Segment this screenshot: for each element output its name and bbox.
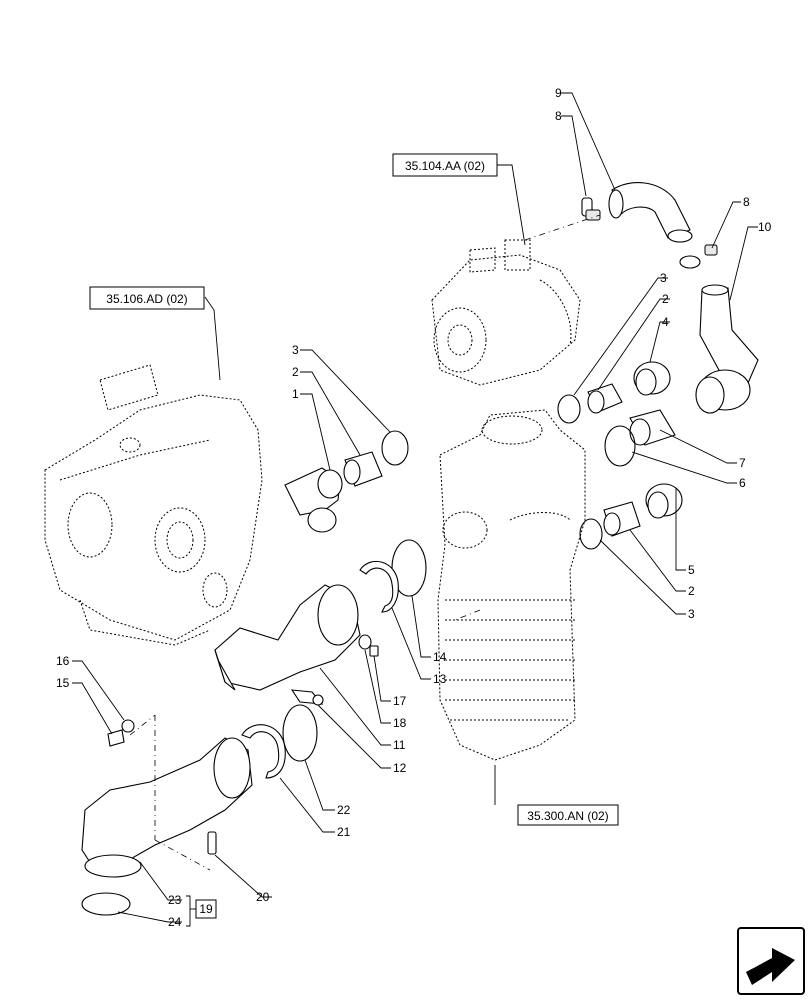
ref-box-bottom[interactable]: 35.300.AN (02) [517,804,619,826]
ref-box-left[interactable]: 35.106.AD (02) [89,286,205,310]
elbow-hose-9 [608,182,693,243]
callout-22: 22 [337,803,351,817]
callout-20: 20 [256,890,270,904]
callout-13: 13 [433,672,447,686]
clamp-8-right [679,244,718,269]
callout-4: 4 [662,315,669,329]
elbow-21 [81,737,253,878]
elbow-11 [214,584,361,691]
callout-3-upper: 3 [660,271,667,285]
callout-8-top: 8 [555,109,562,123]
filter-housing [437,409,586,761]
ref-label-bottom[interactable]: 35.300.AN (02) [527,809,608,823]
bolt-17 [369,645,379,657]
fitting-5 [645,483,683,519]
callout-8-right: 8 [743,195,750,209]
callout-9: 9 [555,86,562,100]
callout-12: 12 [393,761,407,775]
callout-16: 16 [56,654,70,668]
callout-2-lower: 2 [688,584,695,598]
bolt-12 [290,689,324,706]
callout-2-upper: 2 [662,292,669,306]
callout-numbers: 9 8 8 10 3 2 4 7 6 5 2 3 3 2 1 14 13 17 … [56,86,772,929]
callout-15: 15 [56,676,70,690]
callout-24: 24 [168,915,182,929]
clamp-8-top [581,197,601,221]
sleeve-2-lower [603,501,641,537]
arrow-navigation-icon[interactable] [737,927,805,995]
sleeve-2-left [343,451,383,487]
callout-3-lower: 3 [688,607,695,621]
callout-17: 17 [393,694,407,708]
o-ring-6 [604,425,636,467]
callout-21: 21 [337,825,351,839]
hydraulic-pump-top [431,239,581,386]
leader-lines [72,92,758,927]
bolt-20 [207,831,217,855]
centerlines [129,214,601,871]
o-ring-22 [282,704,318,762]
callout-6: 6 [739,476,746,490]
sleeve-7 [629,409,676,446]
bent-pipe-10 [695,284,759,414]
callout-5: 5 [688,563,695,577]
callout-box-19[interactable]: 19 [195,899,217,919]
fitting-1 [284,467,343,533]
callout-19[interactable]: 19 [199,902,213,916]
callout-2-left: 2 [292,365,299,379]
callout-18: 18 [393,716,407,730]
clamp-ring-13 [359,561,399,613]
callout-10: 10 [758,220,772,234]
ref-label-left[interactable]: 35.106.AD (02) [106,292,187,306]
fitting-4 [633,361,671,396]
washer-18 [358,634,372,650]
callout-1: 1 [292,387,299,401]
hydraulic-pump-left [44,364,263,646]
callout-14: 14 [433,650,447,664]
clamp-ring-21 [241,724,286,779]
ref-label-top[interactable]: 35.104.AA (02) [405,159,485,173]
callout-7: 7 [739,456,746,470]
ref-box-top[interactable]: 35.104.AA (02) [392,153,498,177]
plug-15 [107,729,125,747]
o-ring-3-left [381,430,409,466]
o-ring-3-upper [557,394,581,424]
sleeve-2-upper [587,383,623,414]
washer-16 [121,719,135,733]
callout-3-left: 3 [292,343,299,357]
o-ring-3-lower [579,518,603,550]
callout-11: 11 [393,738,406,752]
o-ring-24 [81,892,131,916]
callout-23: 23 [168,893,182,907]
